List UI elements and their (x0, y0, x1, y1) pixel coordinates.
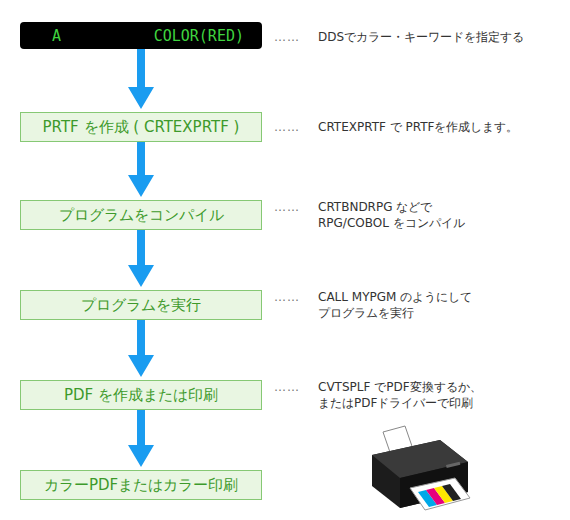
note-text: CRTEXPRTF で PRTFを作成します。 (318, 119, 558, 135)
leader-dots: …… (274, 379, 314, 395)
leader-dots: …… (274, 29, 314, 45)
note-text: CALL MYPGM のようにして プログラムを実行 (318, 289, 518, 321)
node-text: A (52, 27, 61, 45)
node-text: カラーPDFまたはカラー印刷 (44, 476, 238, 495)
flow-arrow (128, 410, 154, 467)
leader-dots: …… (274, 199, 314, 215)
node-text: COLOR(RED) (154, 27, 244, 45)
node-text: PRTF を作成 ( CRTEXPRTF ) (43, 118, 240, 137)
process-box: プログラムをコンパイル (20, 200, 262, 230)
node-text: プログラムをコンパイル (59, 206, 224, 225)
dds-source-line: A COLOR(RED) (20, 22, 262, 49)
process-box: PRTF を作成 ( CRTEXPRTF ) (20, 112, 262, 142)
flow-arrow (128, 230, 154, 287)
note-text: DDSでカラー・キーワードを指定する (318, 29, 558, 45)
leader-dots: …… (274, 119, 314, 135)
leader-dots: …… (274, 289, 314, 305)
flow-arrow (128, 142, 154, 197)
note-text: CVTSPLF でPDF変換するか、 またはPDFドライバーで印刷 (318, 379, 518, 411)
flow-arrow (128, 49, 154, 109)
flow-arrow (128, 320, 154, 377)
node-text: PDF を作成または印刷 (64, 386, 218, 405)
process-box: カラーPDFまたはカラー印刷 (20, 470, 262, 500)
process-box: プログラムを実行 (20, 290, 262, 320)
process-box: PDF を作成または印刷 (20, 380, 262, 410)
node-text: プログラムを実行 (81, 296, 201, 315)
note-text: CRTBNDRPG などで RPG/COBOL をコンパイル (318, 199, 488, 231)
